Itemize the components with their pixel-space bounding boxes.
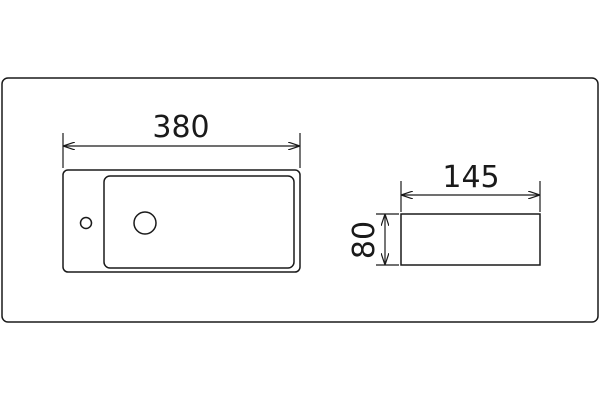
drawing-frame <box>1 77 599 323</box>
height-dimension-label: 80 <box>347 221 382 259</box>
tap-hole <box>79 216 93 230</box>
side-view: 145 80 <box>347 160 541 266</box>
top-view: 380 <box>62 110 301 273</box>
basin-bowl <box>103 175 295 269</box>
drain-hole <box>133 211 157 235</box>
width-dimension-label: 380 <box>152 110 209 145</box>
side-profile <box>400 213 541 266</box>
depth-dimension-label: 145 <box>442 160 499 195</box>
basin-outline <box>62 169 301 273</box>
